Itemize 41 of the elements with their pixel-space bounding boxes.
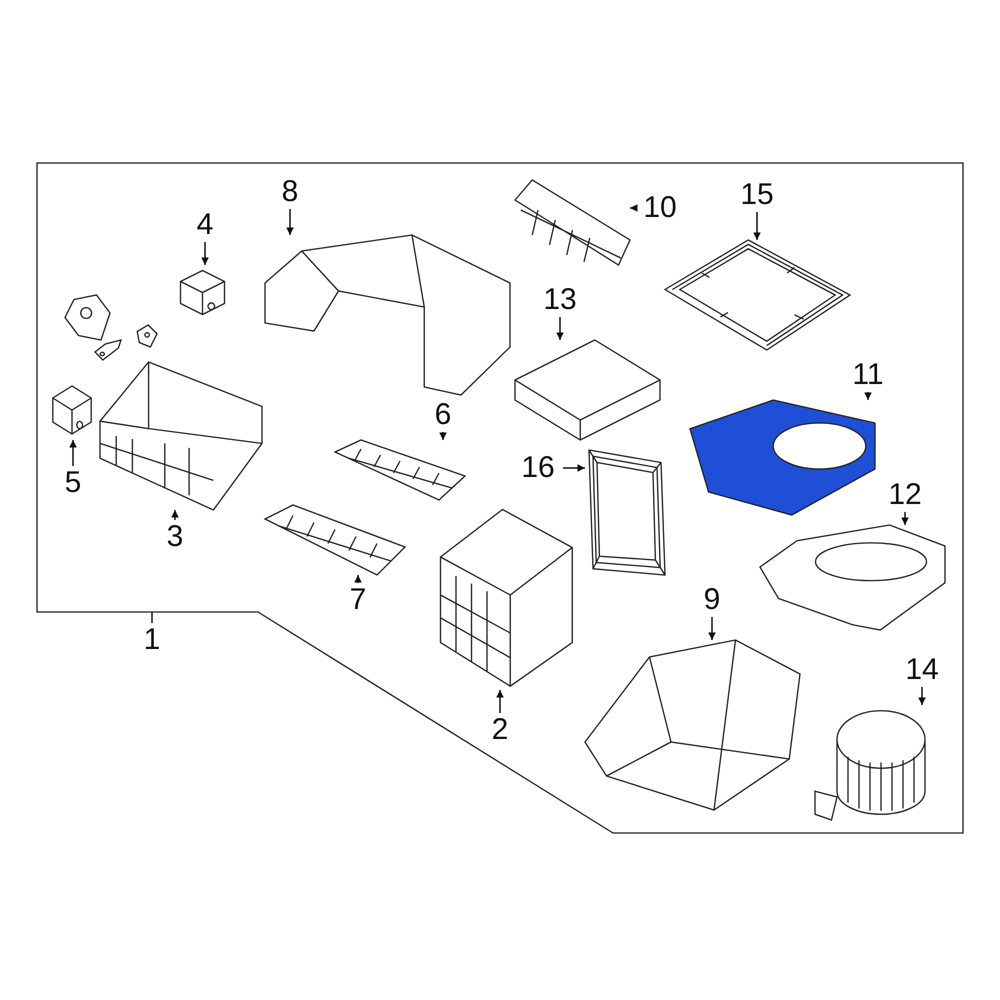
leader-line <box>171 510 179 520</box>
callout-number: 11 <box>843 358 893 392</box>
leader-line <box>556 317 564 340</box>
leader-line <box>918 687 926 705</box>
callout-number: 9 <box>687 583 737 617</box>
case-drawing <box>585 640 800 810</box>
leader-line <box>901 512 909 525</box>
leader-line <box>864 392 872 400</box>
leader-line <box>201 242 209 265</box>
leader-line <box>753 212 761 240</box>
callout-number: 10 <box>635 191 685 225</box>
duct-drawing <box>100 362 262 510</box>
blower-case-drawing <box>760 525 945 630</box>
callout-number: 6 <box>418 398 468 432</box>
blower-housing-drawing <box>690 400 875 515</box>
leader-line <box>708 617 716 640</box>
callout-number: 5 <box>48 466 98 500</box>
callout-number: 1 <box>127 623 177 657</box>
leader-line <box>69 440 77 466</box>
callout-number: 4 <box>180 208 230 242</box>
callout-number: 12 <box>880 478 930 512</box>
door-drawing <box>335 440 465 500</box>
callout-number: 14 <box>897 653 947 687</box>
callout-number: 15 <box>732 178 782 212</box>
leader-line <box>354 575 362 583</box>
door-drawing <box>265 505 405 575</box>
leader-line <box>439 432 447 440</box>
callout-number: 7 <box>333 583 383 617</box>
callout-number: 3 <box>150 520 200 554</box>
callout-number: 16 <box>513 451 563 485</box>
callout-number: 8 <box>265 175 315 209</box>
callout-number: 13 <box>535 283 585 317</box>
case-drawing <box>265 235 510 395</box>
leader-line <box>286 209 294 235</box>
leader-line <box>630 204 638 212</box>
leader-line <box>496 690 504 713</box>
callout-number: 2 <box>475 713 525 747</box>
leader-line <box>563 464 585 472</box>
filter-drawing <box>515 340 660 440</box>
leader-line <box>151 612 153 623</box>
gasket-drawing <box>665 240 850 350</box>
